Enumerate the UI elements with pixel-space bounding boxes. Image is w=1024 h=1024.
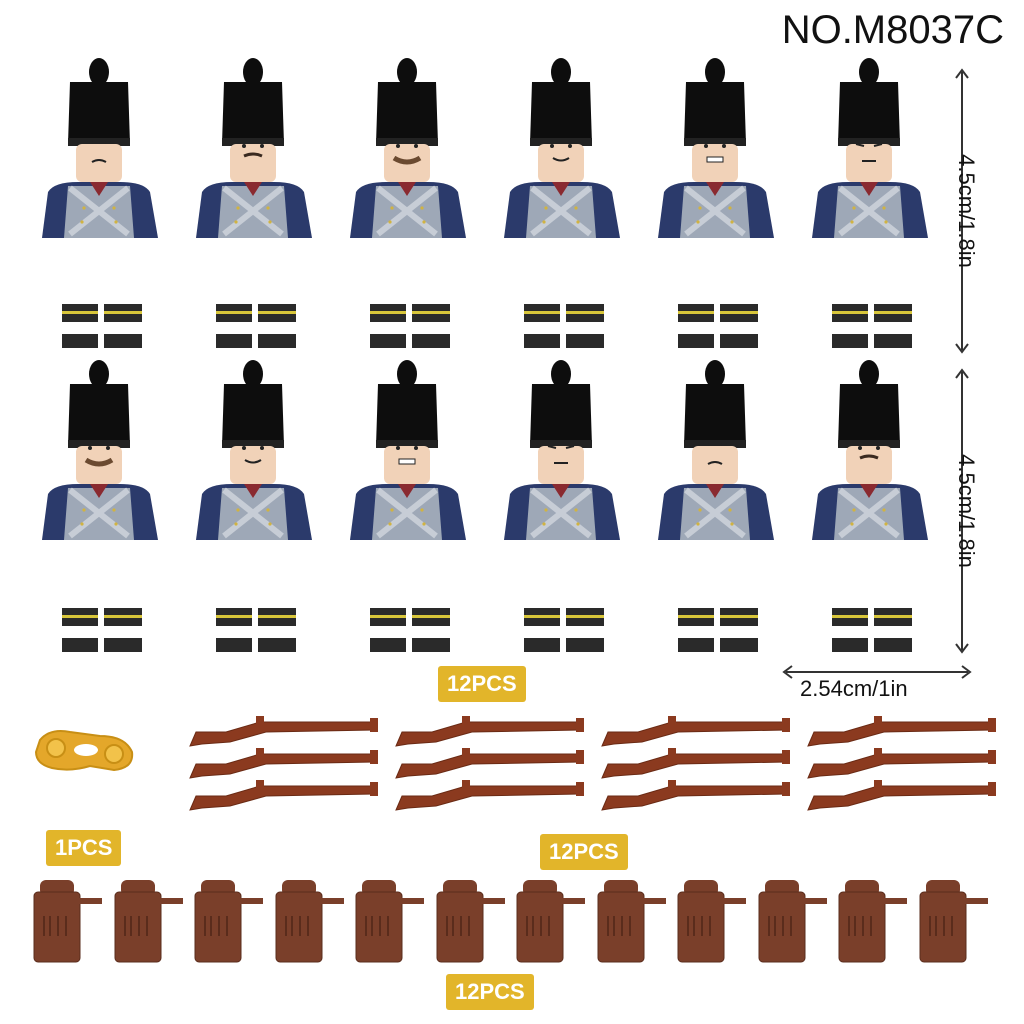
stripe-tiles	[676, 300, 760, 360]
backpack-piece	[592, 878, 672, 964]
minifigure-soldier-5	[650, 58, 780, 238]
backpack-piece	[109, 878, 189, 964]
gold-plate-icon	[30, 722, 140, 782]
stripe-tiles	[60, 604, 144, 664]
model-number: NO.M8037C	[781, 8, 1004, 52]
minifigure-soldier-4	[496, 58, 626, 238]
plate-qty-badge: 1PCS	[46, 830, 122, 866]
backpack-piece	[672, 878, 752, 964]
backpack-piece	[914, 878, 994, 964]
minifigure-soldier-11	[650, 360, 780, 540]
figures-qty-badge: 12PCS	[438, 666, 526, 702]
rifle-group	[598, 706, 798, 816]
stripe-tiles	[830, 604, 914, 664]
backpack-piece	[753, 878, 833, 964]
minifigure-soldier-9	[342, 360, 472, 540]
minifigure-soldier-8	[188, 360, 318, 540]
minifigure-soldier-1	[34, 58, 164, 238]
backpack-piece	[350, 878, 430, 964]
stripe-tiles	[60, 300, 144, 360]
rifle-group	[392, 706, 592, 816]
stripe-tiles	[214, 300, 298, 360]
minifigure-soldier-12	[804, 360, 934, 540]
stripe-tiles	[522, 604, 606, 664]
backpack-piece	[833, 878, 913, 964]
stripe-tiles	[676, 604, 760, 664]
width-label: 2.54cm/1in	[800, 676, 908, 701]
backpack-piece	[270, 878, 350, 964]
backpack-piece	[28, 878, 108, 964]
minifigure-soldier-10	[496, 360, 626, 540]
stripe-tiles	[830, 300, 914, 360]
stripe-tiles	[368, 604, 452, 664]
rifle-group	[186, 706, 386, 816]
rifle-group	[804, 706, 1004, 816]
backpack-piece	[511, 878, 591, 964]
height-label-1: 4.5cm/1.8in	[954, 154, 979, 268]
rifles-qty-badge: 12PCS	[540, 834, 628, 870]
stripe-tiles	[214, 604, 298, 664]
stripe-tiles	[368, 300, 452, 360]
stripe-tiles	[522, 300, 606, 360]
packs-qty-badge: 12PCS	[446, 974, 534, 1010]
minifigure-soldier-7	[34, 360, 164, 540]
minifigure-soldier-2	[188, 58, 318, 238]
height-label-2: 4.5cm/1.8in	[954, 454, 979, 568]
minifigure-soldier-6	[804, 58, 934, 238]
minifigure-soldier-3	[342, 58, 472, 238]
backpack-piece	[189, 878, 269, 964]
backpack-piece	[431, 878, 511, 964]
